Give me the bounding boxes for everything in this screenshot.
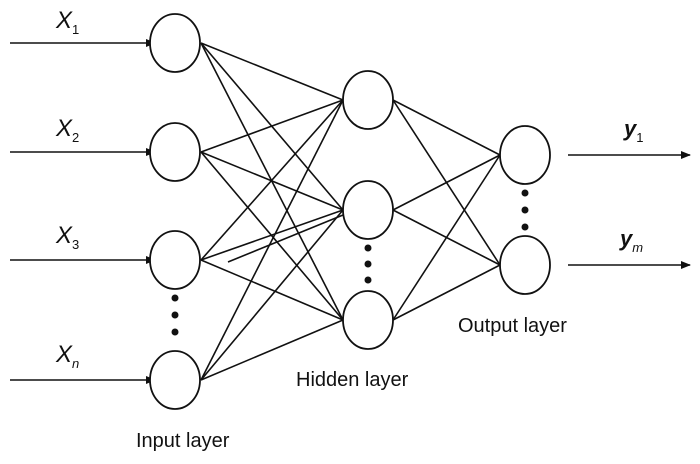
edge-i4-h3 xyxy=(200,319,344,381)
input-label-2: X2 xyxy=(55,115,79,145)
edge-i2-h1 xyxy=(200,99,344,153)
output-layer-nodes xyxy=(499,125,551,295)
edge-i2-h3 xyxy=(200,151,344,321)
output-ellipsis-dot xyxy=(521,189,529,197)
output-ellipsis-dot xyxy=(521,223,529,231)
input-labels: X1 X2 X3 Xn xyxy=(55,7,79,371)
input-node-3 xyxy=(149,230,201,290)
hidden-ellipsis-dot xyxy=(364,276,372,284)
input-ellipsis xyxy=(171,294,179,336)
output-arrows xyxy=(568,151,691,269)
edge-i3-h2 xyxy=(200,209,344,261)
hidden-ellipsis xyxy=(364,244,372,284)
hidden-output-connections xyxy=(392,99,501,321)
input-layer-nodes xyxy=(149,13,201,410)
edge-i4-h2 xyxy=(200,209,344,381)
edge-extra xyxy=(227,214,344,263)
input-label-3: X3 xyxy=(55,222,79,252)
output-ellipsis xyxy=(521,189,529,231)
edge-h3-o2 xyxy=(392,264,501,321)
edge-h3-o1 xyxy=(392,154,501,321)
hidden-ellipsis-dot xyxy=(364,260,372,268)
input-ellipsis-dot xyxy=(171,294,179,302)
output-label-m: ym xyxy=(619,226,643,255)
output-label-1: y1 xyxy=(623,116,643,145)
input-node-2 xyxy=(149,122,201,182)
output-ellipsis-dot xyxy=(521,206,529,214)
input-node-n xyxy=(149,350,201,410)
output-node-1 xyxy=(499,125,551,185)
edge-i3-h3 xyxy=(200,259,344,321)
edge-i1-h1 xyxy=(200,42,344,101)
input-ellipsis-dot xyxy=(171,311,179,319)
hidden-node-2 xyxy=(342,180,394,240)
input-label-n: Xn xyxy=(55,341,79,371)
input-node-1 xyxy=(149,13,201,73)
output-node-m xyxy=(499,235,551,295)
edge-i4-h1 xyxy=(200,99,344,381)
hidden-ellipsis-dot xyxy=(364,244,372,252)
edge-h1-o1 xyxy=(392,99,501,156)
input-arrows xyxy=(10,39,156,384)
edge-h2-o1 xyxy=(392,154,501,211)
hidden-node-1 xyxy=(342,70,394,130)
output-layer-label: Output layer xyxy=(458,315,567,337)
hidden-layer-nodes xyxy=(342,70,394,350)
hidden-layer-label: Hidden layer xyxy=(296,369,409,391)
hidden-node-3 xyxy=(342,290,394,350)
output-labels: y1 ym xyxy=(619,116,643,255)
input-label-1: X1 xyxy=(55,7,79,37)
input-ellipsis-dot xyxy=(171,328,179,336)
edge-i3-h1 xyxy=(200,99,344,261)
input-hidden-connections xyxy=(200,42,344,381)
input-layer-label: Input layer xyxy=(136,430,230,452)
